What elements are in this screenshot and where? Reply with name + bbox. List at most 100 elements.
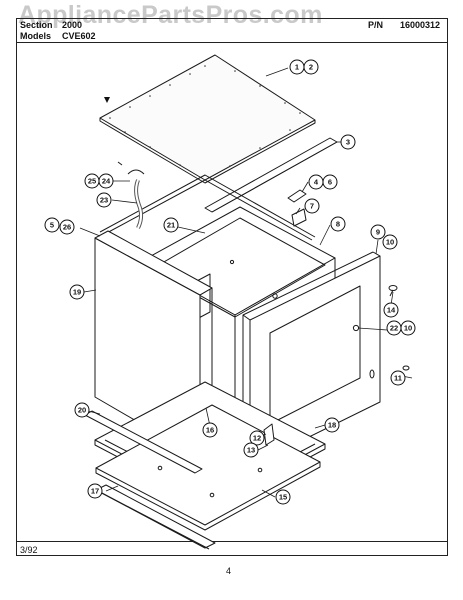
footer-date: 3/92 — [20, 545, 38, 555]
footer-rule — [16, 541, 448, 543]
callout-c4: 4 — [308, 174, 324, 190]
callout-c20: 20 — [74, 402, 90, 418]
callout-label: 18 — [328, 421, 336, 430]
callout-label: 25 — [88, 177, 96, 186]
callout-label: 26 — [63, 223, 71, 232]
callout-label: 1 — [295, 63, 299, 72]
callout-c16: 16 — [202, 422, 218, 438]
callout-c15: 15 — [275, 489, 291, 505]
pn-value: 16000312 — [400, 20, 441, 30]
callout-label: 5 — [50, 221, 54, 230]
callout-c1: 1 — [289, 59, 305, 75]
callout-c18: 18 — [324, 417, 340, 433]
callout-label: 6 — [328, 178, 332, 187]
callout-label: 3 — [346, 138, 350, 147]
callout-label: 8 — [336, 220, 340, 229]
callout-c22: 22 — [386, 320, 402, 336]
callout-c24: 24 — [98, 173, 114, 189]
callout-label: 2 — [309, 63, 313, 72]
callout-label: 23 — [100, 196, 108, 205]
callout-c23: 23 — [96, 192, 112, 208]
screw-14 — [388, 285, 398, 297]
bottom-rail-front — [95, 484, 216, 550]
callout-label: 13 — [247, 446, 255, 455]
callout-circle — [44, 217, 60, 233]
callout-label: 11 — [394, 374, 402, 383]
conduit-hose — [117, 161, 145, 229]
callout-c11: 11 — [390, 370, 406, 386]
callout-circle — [340, 134, 356, 150]
callout-c2: 2 — [303, 59, 319, 75]
callout-c10: 10 — [382, 234, 398, 250]
callout-c8: 8 — [330, 216, 346, 232]
models-label: Models — [20, 31, 52, 41]
callout-label: 22 — [390, 324, 398, 333]
hinge-bracket — [291, 208, 307, 227]
callout-label: 24 — [102, 177, 111, 186]
callout-label: 10 — [404, 324, 412, 333]
callout-c19: 19 — [69, 284, 85, 300]
callout-circle — [324, 417, 340, 433]
part-12 — [263, 423, 275, 446]
callout-circle — [202, 422, 218, 438]
callout-circle — [383, 302, 399, 318]
callout-c10b: 10 — [400, 320, 416, 336]
lamp-socket — [287, 189, 307, 203]
front-frame — [242, 251, 381, 467]
callout-circle — [249, 430, 265, 446]
callout-circle — [322, 174, 338, 190]
callout-c6: 6 — [322, 174, 338, 190]
page-number: 4 — [226, 566, 232, 576]
callout-circle — [69, 284, 85, 300]
callout-circle — [74, 402, 90, 418]
watermark: AppliancePartsPros.com — [18, 1, 323, 29]
callout-label: 15 — [279, 493, 287, 502]
top-panel — [99, 54, 316, 184]
callout-circle — [98, 173, 114, 189]
callout-circle — [163, 217, 179, 233]
callout-circle — [243, 442, 259, 458]
callout-label: 20 — [78, 406, 86, 415]
callout-circle — [400, 320, 416, 336]
top-rail — [99, 174, 316, 241]
header-rule — [16, 42, 448, 44]
callout-label: 10 — [386, 238, 394, 247]
pn-label: P/N — [368, 20, 384, 30]
callout-c26: 26 — [59, 219, 75, 235]
callout-label: 4 — [314, 178, 319, 187]
callout-label: 9 — [376, 228, 380, 237]
callout-circle — [370, 224, 386, 240]
callout-label: 17 — [91, 487, 99, 496]
callout-c25: 25 — [84, 173, 100, 189]
callout-label: 19 — [73, 288, 81, 297]
callout-c3: 3 — [340, 134, 356, 150]
callout-circle — [303, 59, 319, 75]
callout-label: 7 — [310, 202, 314, 211]
bottom-left-strip — [84, 410, 203, 474]
callout-circle — [96, 192, 112, 208]
callout-label: 16 — [206, 426, 214, 435]
callout-c7: 7 — [304, 198, 320, 214]
models-value: CVE602 — [62, 31, 96, 41]
callout-label: 21 — [167, 221, 175, 230]
diagram-frame — [16, 18, 448, 556]
callout-circle — [275, 489, 291, 505]
callout-circle — [390, 370, 406, 386]
callout-circle — [304, 198, 320, 214]
callout-label: 14 — [387, 306, 396, 315]
callout-c21: 21 — [163, 217, 179, 233]
callout-circle — [59, 219, 75, 235]
callout-c17: 17 — [87, 483, 103, 499]
small-clip-9 — [402, 365, 410, 371]
callout-circle — [382, 234, 398, 250]
section-value: 2000 — [62, 20, 83, 30]
callout-circle — [330, 216, 346, 232]
callout-c12: 12 — [249, 430, 265, 446]
callout-c14: 14 — [383, 302, 399, 318]
callout-c9: 9 — [370, 224, 386, 240]
callout-label: 12 — [253, 434, 261, 443]
small-arrow-marker — [104, 97, 110, 103]
callout-circle — [87, 483, 103, 499]
callout-c5: 5 — [44, 217, 60, 233]
